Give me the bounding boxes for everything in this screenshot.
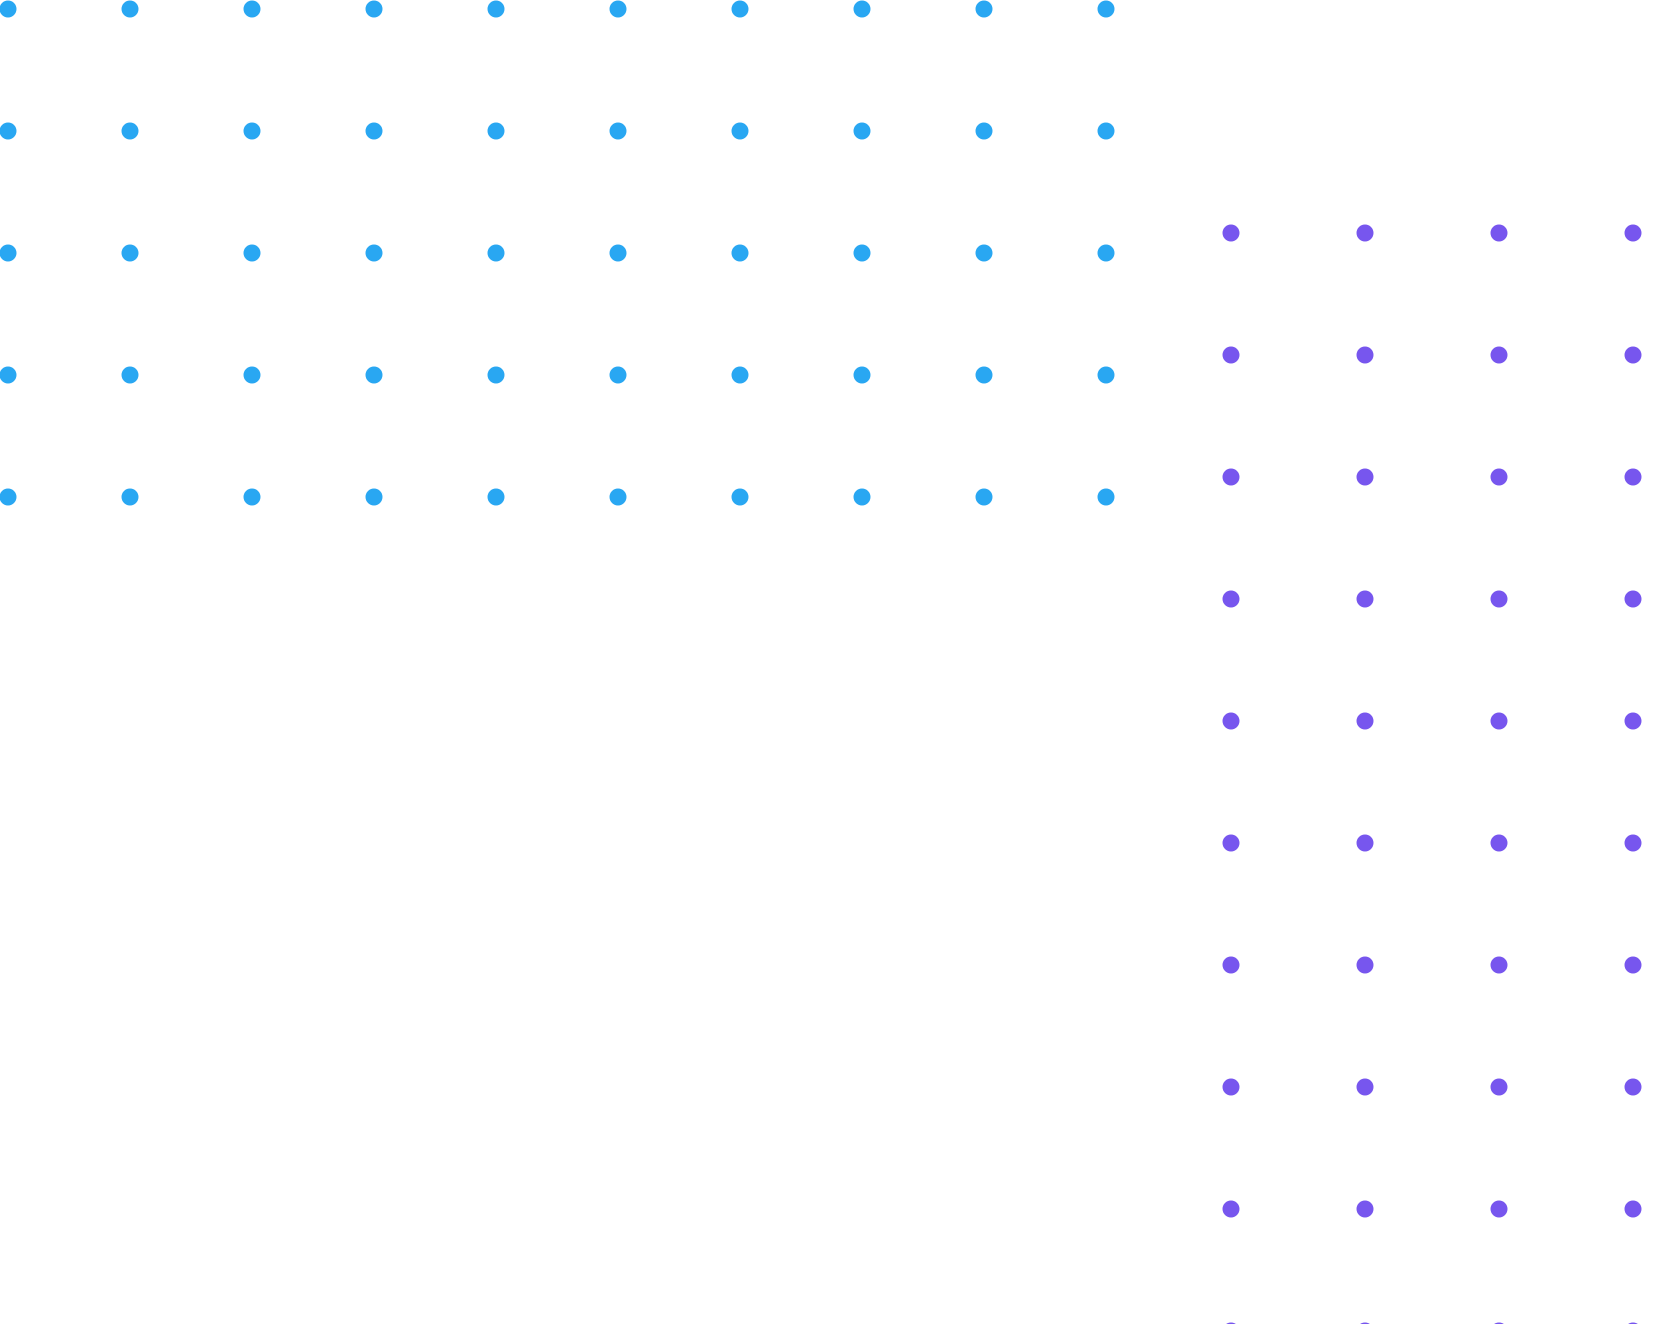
blue-dot-icon [0,488,17,506]
purple-dot-icon [1490,346,1508,364]
purple-dot-icon [1356,834,1374,852]
blue-dot-icon [365,366,383,384]
purple-dot-icon [1490,468,1508,486]
blue-dot-icon [0,0,17,18]
blue-dot-icon [121,488,139,506]
blue-dot-icon [975,488,993,506]
blue-dot-icon [243,488,261,506]
blue-dot-icon [975,122,993,140]
purple-dot-icon [1356,956,1374,974]
blue-dot-icon [853,366,871,384]
blue-dot-icon [731,122,749,140]
purple-dot-icon [1490,590,1508,608]
blue-dot-icon [0,366,17,384]
blue-dot-icon [1097,366,1115,384]
purple-dot-icon [1222,346,1240,364]
blue-dot-icon [975,0,993,18]
blue-dot-icon [121,244,139,262]
blue-dot-icon [975,244,993,262]
purple-dot-icon [1222,834,1240,852]
blue-dot-icon [1097,122,1115,140]
purple-dot-icon [1222,1078,1240,1096]
blue-dot-icon [1097,244,1115,262]
blue-dot-icon [243,122,261,140]
blue-dot-icon [731,0,749,18]
blue-dot-icon [853,0,871,18]
blue-dot-grid [0,0,1115,506]
purple-dot-icon [1222,712,1240,730]
blue-dot-icon [853,244,871,262]
blue-dot-icon [1097,0,1115,18]
blue-dot-icon [365,244,383,262]
blue-dot-icon [853,488,871,506]
purple-dot-icon [1624,468,1642,486]
purple-dot-icon [1356,1078,1374,1096]
purple-dot-icon [1356,468,1374,486]
blue-dot-icon [609,366,627,384]
purple-dot-icon [1356,224,1374,242]
purple-dot-icon [1624,1078,1642,1096]
purple-dot-icon [1490,956,1508,974]
blue-dot-icon [731,366,749,384]
purple-dot-icon [1490,834,1508,852]
blue-dot-icon [487,366,505,384]
blue-dot-icon [609,488,627,506]
blue-dot-icon [487,122,505,140]
purple-dot-icon [1624,346,1642,364]
purple-dot-icon [1222,468,1240,486]
blue-dot-icon [731,244,749,262]
blue-dot-icon [243,0,261,18]
blue-dot-icon [487,244,505,262]
blue-dot-icon [731,488,749,506]
blue-dot-icon [365,488,383,506]
blue-dot-icon [121,366,139,384]
blue-dot-icon [365,0,383,18]
purple-dot-icon [1624,590,1642,608]
blue-dot-icon [243,244,261,262]
purple-dot-icon [1356,1200,1374,1218]
blue-dot-icon [975,366,993,384]
purple-dot-icon [1356,346,1374,364]
purple-dot-icon [1356,590,1374,608]
purple-dot-icon [1222,956,1240,974]
blue-dot-icon [1097,488,1115,506]
blue-dot-icon [609,0,627,18]
blue-dot-icon [0,244,17,262]
blue-dot-icon [609,244,627,262]
purple-dot-icon [1490,712,1508,730]
purple-dot-icon [1222,1200,1240,1218]
purple-dot-icon [1624,712,1642,730]
blue-dot-icon [121,0,139,18]
purple-dot-icon [1222,224,1240,242]
blue-dot-icon [487,488,505,506]
purple-dot-icon [1624,224,1642,242]
blue-dot-icon [121,122,139,140]
blue-dot-icon [0,122,17,140]
purple-dot-icon [1624,834,1642,852]
blue-dot-icon [853,122,871,140]
purple-dot-icon [1624,956,1642,974]
blue-dot-icon [487,0,505,18]
purple-dot-icon [1490,224,1508,242]
purple-dot-icon [1356,712,1374,730]
blue-dot-icon [243,366,261,384]
blue-dot-icon [365,122,383,140]
purple-dot-grid [1222,224,1642,1324]
purple-dot-icon [1490,1200,1508,1218]
purple-dot-icon [1490,1078,1508,1096]
purple-dot-icon [1222,590,1240,608]
purple-dot-icon [1624,1200,1642,1218]
blue-dot-icon [609,122,627,140]
